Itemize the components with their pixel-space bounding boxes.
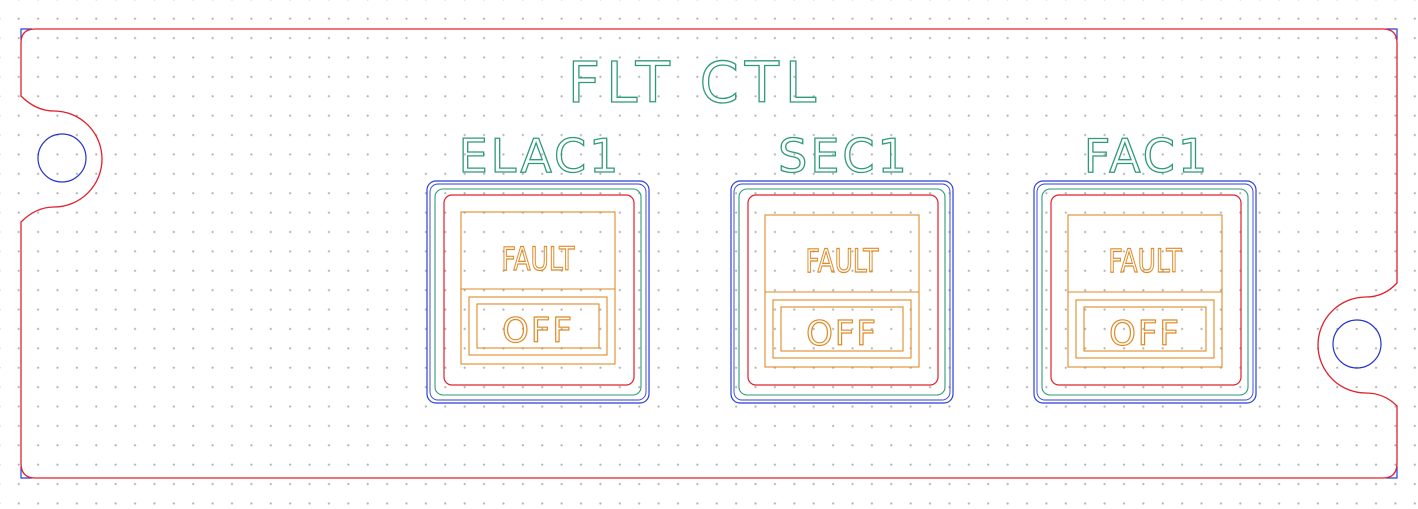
sec1-off-legend: OFF	[806, 314, 878, 354]
elac1-pushbutton[interactable]: FAULT OFF	[426, 180, 650, 404]
mounting-hole-right	[1332, 319, 1382, 369]
sec1-button-bezel	[738, 188, 946, 396]
fac1-off-box-outer	[1075, 299, 1215, 359]
sec1-button-outer-frame	[730, 180, 954, 404]
mounting-hole-left	[37, 133, 87, 183]
sec1-label: SEC1	[778, 129, 910, 183]
elac1-label: ELAC1	[459, 129, 622, 183]
sec1-pushbutton[interactable]: FAULT OFF	[730, 180, 954, 404]
elac1-fault-legend: FAULT	[501, 240, 575, 278]
fac1-pushbutton[interactable]: FAULT OFF	[1033, 180, 1257, 404]
elac1-off-legend: OFF	[502, 311, 574, 351]
fac1-off-box-inner	[1083, 306, 1207, 352]
sec1-legend-window	[764, 214, 920, 368]
fac1-legend-window	[1067, 214, 1223, 368]
sec1-pushbutton-group: SEC1 FAULT OFF	[730, 128, 954, 404]
elac1-button-outer-frame-inner-line	[429, 183, 647, 401]
fac1-button-face	[1050, 194, 1242, 386]
sec1-off-box-inner	[780, 306, 904, 352]
panel-outline	[20, 28, 1398, 479]
fac1-button-bezel	[1041, 188, 1249, 396]
fac1-fault-legend: FAULT	[1108, 242, 1182, 280]
fac1-off-legend: OFF	[1109, 314, 1181, 354]
sec1-fault-legend: FAULT	[805, 242, 879, 280]
elac1-button-face	[443, 194, 635, 386]
elac1-legend-window	[460, 211, 616, 365]
frame-corner-marks	[20, 28, 1398, 479]
fac1-button-outer-frame-inner-line	[1036, 183, 1254, 401]
sec1-off-box-outer	[772, 299, 912, 359]
elac1-button-bezel	[434, 188, 642, 396]
elac1-off-box-inner	[476, 303, 600, 349]
sec1-button-face	[747, 194, 939, 386]
elac1-button-outer-frame	[426, 180, 650, 404]
fac1-label: FAC1	[1084, 129, 1210, 183]
fac1-pushbutton-group: FAC1 FAULT OFF	[1033, 128, 1257, 404]
elac1-pushbutton-group: ELAC1 FAULT OFF	[426, 128, 650, 404]
elac1-off-box-outer	[468, 296, 608, 356]
panel-title: FLT CTL	[568, 51, 822, 116]
fac1-button-outer-frame	[1033, 180, 1257, 404]
sec1-button-outer-frame-inner-line	[733, 183, 951, 401]
